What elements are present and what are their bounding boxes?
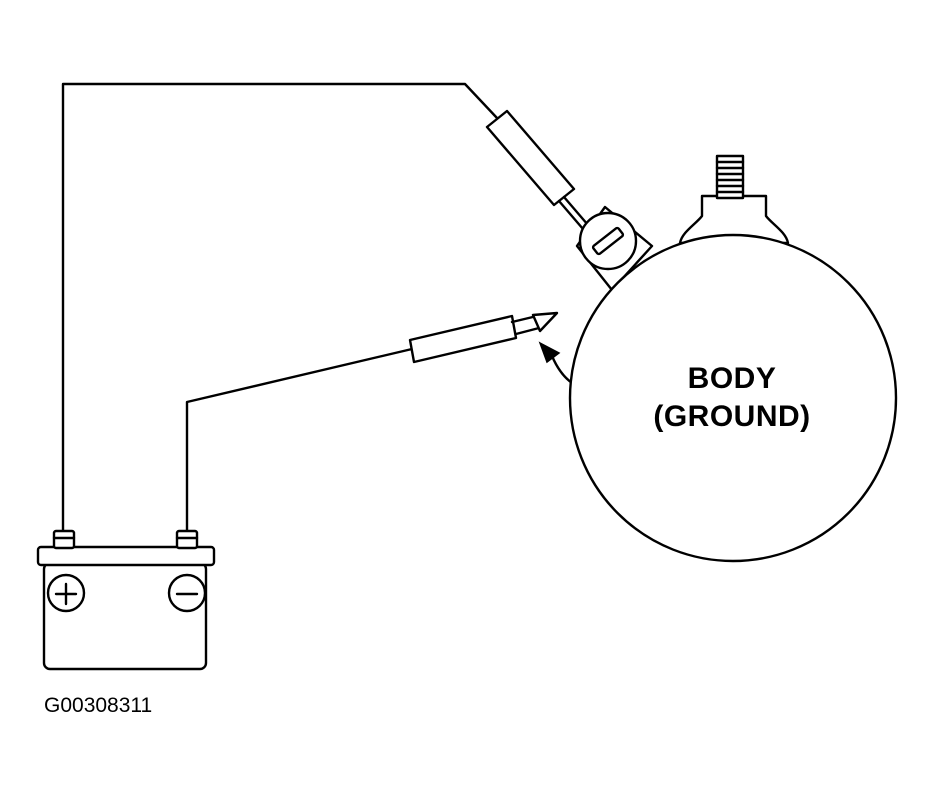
plus-icon: [46, 573, 86, 613]
lower-test-probe: [408, 311, 559, 364]
arrow-icon: [538, 341, 574, 385]
ground-label: (GROUND): [653, 400, 811, 433]
terminal-stud: [678, 154, 790, 245]
upper-test-probe: [485, 109, 596, 238]
positive-lead-wire: [61, 82, 499, 532]
negative-lead-wire: [185, 347, 414, 532]
figure-id: G00308311: [44, 694, 153, 717]
minus-icon: [167, 573, 207, 613]
body-label: BODY: [687, 362, 777, 395]
body-ground-housing: [568, 233, 898, 563]
side-connector: [575, 205, 654, 292]
